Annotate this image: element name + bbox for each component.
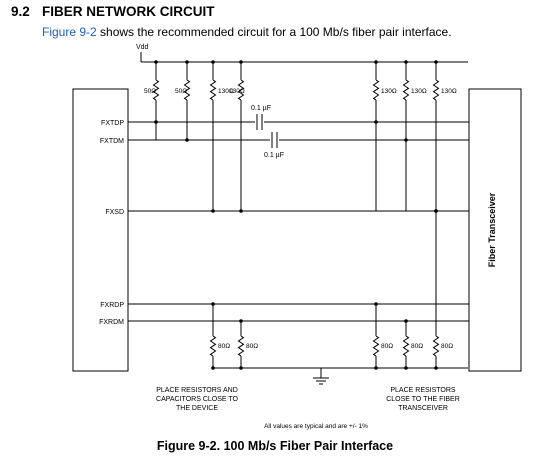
pulldown-label-1: 80Ω (246, 343, 258, 350)
pullup-label-0: 50Ω (144, 88, 156, 95)
note-fiber-line-3: TRANSCEIVER (398, 405, 448, 412)
junction-dot (154, 120, 158, 124)
figure-caption: Figure 9-2. 100 Mb/s Fiber Pair Interfac… (156, 439, 394, 453)
pulldown-label-4: 80Ω (441, 343, 453, 350)
pin-fxtdm: FXTDM (100, 138, 124, 145)
junction-dot (211, 302, 215, 306)
device-box (72, 88, 129, 372)
resistor-symbol (237, 79, 245, 101)
pulldown-label-0: 80Ω (218, 343, 230, 350)
resistor-symbol (209, 335, 217, 357)
pullup-label-6: 130Ω (441, 88, 457, 95)
pulldown-label-3: 80Ω (411, 343, 423, 350)
section-number: 9.2 (11, 4, 30, 19)
junction-dot (434, 209, 438, 213)
figure-link[interactable]: Figure 9-2 (42, 25, 97, 39)
resistor-symbol (402, 79, 410, 101)
pin-fxsd: FXSD (105, 209, 124, 216)
pullup-label-2: 130Ω (218, 88, 234, 95)
section-title: FIBER NETWORK CIRCUIT (42, 4, 215, 19)
junction-dot (239, 366, 243, 370)
pullup-label-5: 130Ω (411, 88, 427, 95)
junction-dot (374, 120, 378, 124)
junction-dot (404, 319, 408, 323)
resistor-symbol (372, 79, 380, 101)
junction-dot (239, 319, 243, 323)
junction-dot (211, 209, 215, 213)
note-device-line-3: THE DEVICE (176, 405, 218, 412)
resistor-symbol (183, 79, 191, 101)
note-device-line-1: PLACE RESISTORS AND (156, 387, 238, 394)
junction-dot (211, 366, 215, 370)
note-fiber-line-1: PLACE RESISTORS (390, 387, 456, 394)
junction-dot (404, 366, 408, 370)
resistor-symbol (432, 79, 440, 101)
tolerance-note: All values are typical and are +/- 1% (264, 423, 368, 430)
junction-dot (239, 60, 243, 64)
junction-dot (434, 60, 438, 64)
pin-fxrdp: FXRDP (100, 302, 124, 309)
pullup-label-4: 130Ω (381, 88, 397, 95)
resistor-symbol (402, 335, 410, 357)
section-heading: 9.2 FIBER NETWORK CIRCUIT (11, 4, 215, 19)
intro-text: shows the recommended circuit for a 100 … (96, 25, 452, 39)
transceiver-label: Fiber Transceiver (487, 192, 497, 267)
junction-dot (434, 366, 438, 370)
pullup-label-3: 130Ω (229, 88, 245, 95)
pin-fxrdm: FXRDM (99, 319, 124, 326)
transceiver-box (468, 88, 522, 372)
junction-dot (374, 302, 378, 306)
junction-dot (185, 138, 189, 142)
resistor-symbol (237, 335, 245, 357)
junction-dot (154, 60, 158, 64)
junction-dot (185, 60, 189, 64)
resistor-symbol (209, 79, 217, 101)
pin-fxtdp: FXTDP (101, 120, 124, 127)
junction-dot (374, 366, 378, 370)
junction-dot (211, 60, 215, 64)
junction-dot (404, 138, 408, 142)
pullup-label-1: 50Ω (175, 88, 187, 95)
resistor-symbol (372, 335, 380, 357)
intro-paragraph: Figure 9-2 shows the recommended circuit… (42, 25, 452, 39)
note-device-line-2: CAPACITORS CLOSE TO (156, 396, 239, 403)
pulldown-label-2: 80Ω (381, 343, 393, 350)
vdd-label: Vdd (136, 44, 149, 51)
junction-dot (404, 60, 408, 64)
junction-dot (239, 209, 243, 213)
capacitor-top-label: 0.1 µF (251, 105, 271, 112)
junction-dot (374, 60, 378, 64)
resistor-symbol (152, 79, 160, 101)
capacitor-bottom-label: 0.1 µF (264, 152, 284, 159)
resistor-symbol (432, 335, 440, 357)
note-fiber-line-2: CLOSE TO THE FIBER (386, 396, 460, 403)
